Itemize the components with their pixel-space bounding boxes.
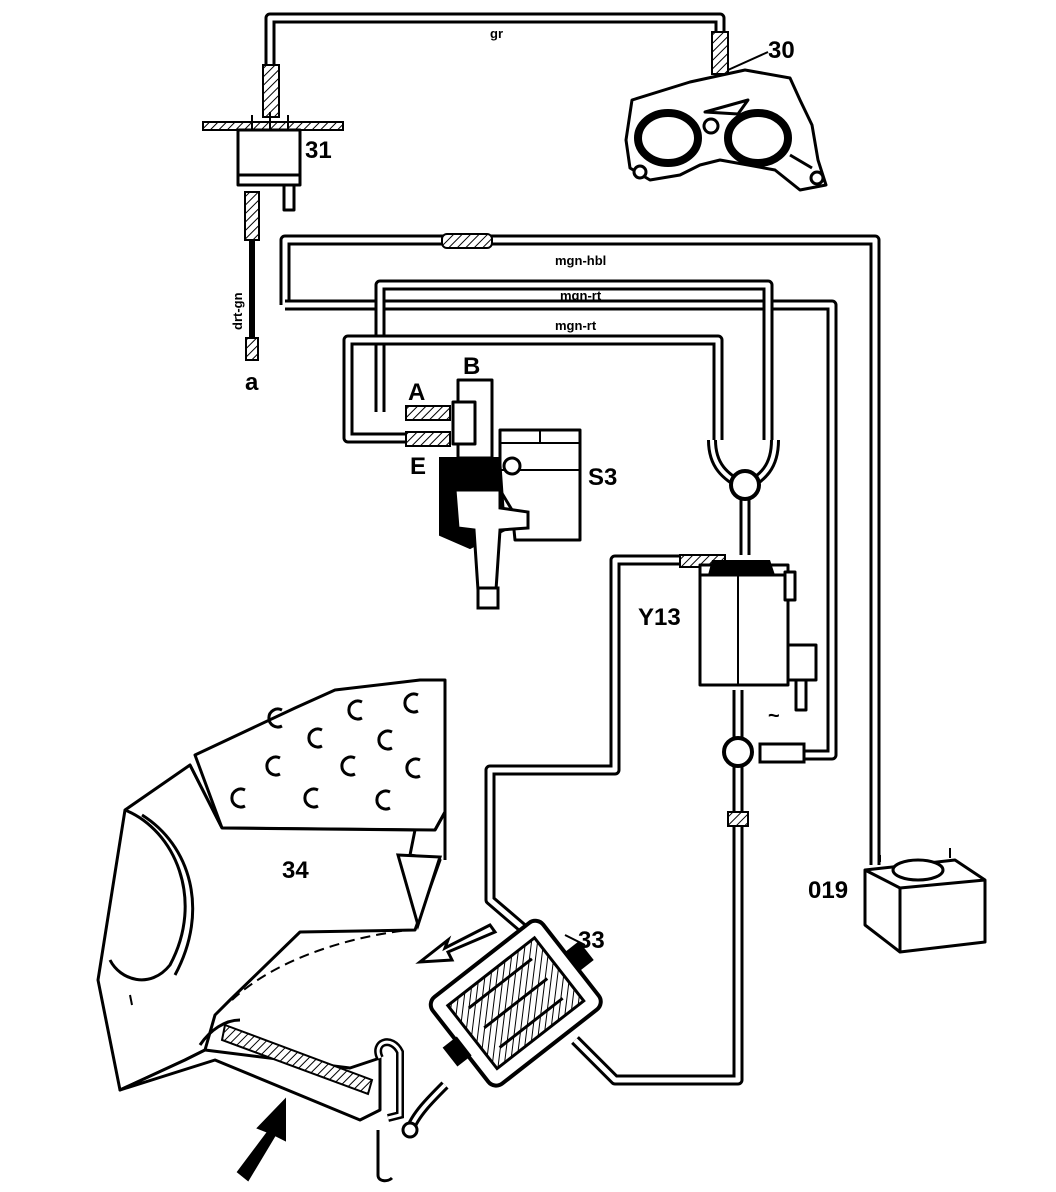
component-30-intake-flange [624,31,828,192]
label-port-a: A [408,379,425,406]
inline-hose-connector [441,233,493,249]
air-filter-element-pattern [230,692,421,811]
component-019-reservoir [863,848,987,954]
hose-label-magenta-red-1: mgn-rt [560,288,602,303]
component-34-air-intake [96,678,447,1183]
label-019: 019 [808,877,848,904]
component-y13-valve [679,554,818,712]
symbol-tilde: ~ [768,705,780,727]
component-33-actuator [401,918,603,1139]
label-a: a [245,369,259,396]
label-30: 30 [768,37,795,64]
tee-connector-lower [722,736,806,827]
label-port-b: B [463,353,480,380]
label-33: 33 [578,927,605,954]
hose-label-gray: gr [490,26,503,41]
component-31-valve [202,64,344,361]
hose-gray [264,12,726,75]
hose-label-magenta-red-2: mgn-rt [555,318,597,333]
label-port-e: E [410,453,426,480]
component-s3-housing [405,378,582,610]
label-s3: S3 [588,464,617,491]
hose-magenta-red-1 [374,279,774,440]
label-34: 34 [282,857,309,884]
hose-magenta-red-2 [342,334,724,444]
label-31: 31 [305,137,332,164]
wye-connector-top [707,439,780,501]
hose-label-magenta-light-blue: mgn-hbl [555,253,606,268]
hose-y13-bottom-to-33 [571,690,744,1086]
hose-label-dark-green: drt-gn [230,292,245,330]
label-y13: Y13 [638,604,681,631]
airflow-arrow-up-right [236,1097,286,1182]
hose-y13-to-33 [484,554,695,935]
airflow-arrow-down-left [415,923,498,964]
